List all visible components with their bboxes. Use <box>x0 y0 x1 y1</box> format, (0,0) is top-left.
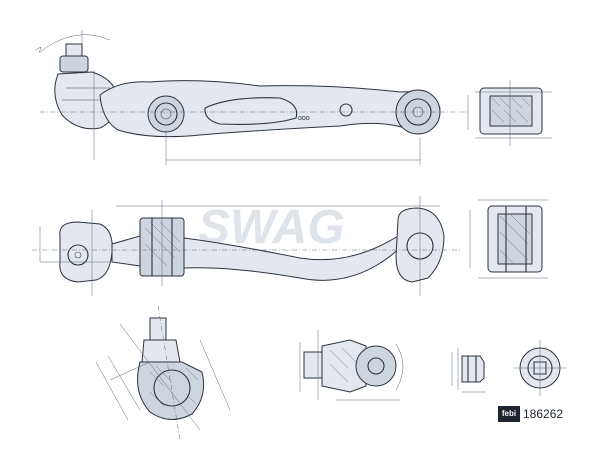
bushing-detail-side <box>469 199 548 279</box>
febi-badge: febi 186262 <box>498 406 563 422</box>
side-view <box>32 196 462 296</box>
small-details <box>451 340 566 396</box>
febi-logo: febi <box>498 406 520 422</box>
ball-joint-side <box>299 330 404 401</box>
ball-joint-section <box>95 305 231 441</box>
svg-text:ooo: ooo <box>298 115 310 122</box>
part-number: 186262 <box>523 407 564 421</box>
top-view: ooo <box>34 30 470 165</box>
bushing-detail-top <box>467 80 552 146</box>
